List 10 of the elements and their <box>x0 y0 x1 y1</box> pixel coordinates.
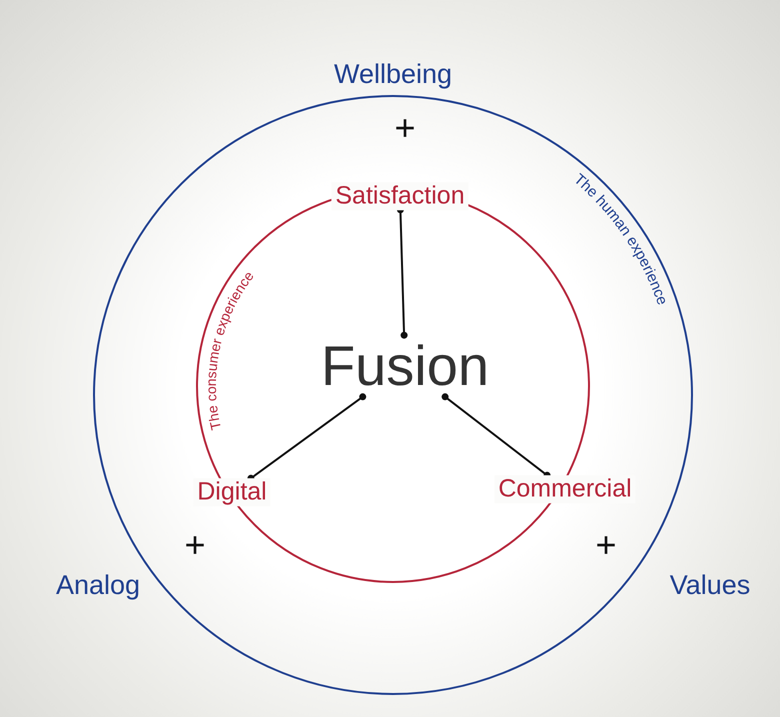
ring-label: Wellbeing <box>334 60 452 90</box>
node-label: Satisfaction <box>331 182 469 210</box>
plus-sign: + <box>184 525 206 565</box>
ring-label: Values <box>670 571 750 601</box>
plus-sign: + <box>394 108 416 148</box>
plus-sign: + <box>595 525 617 565</box>
node-label: Commercial <box>494 475 636 503</box>
node-label: Digital <box>193 478 271 506</box>
ring-label: Analog <box>56 571 140 601</box>
node-label: Fusion <box>320 335 490 397</box>
